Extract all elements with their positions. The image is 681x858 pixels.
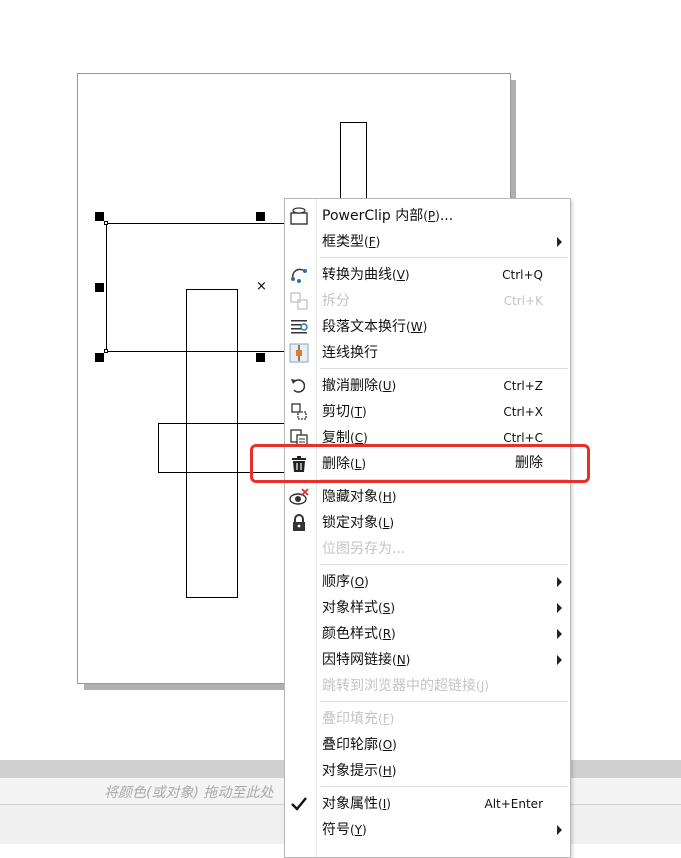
menu-item-label: 对象属性(I) [322,796,391,812]
submenu-arrow-icon [557,825,562,835]
menu-item[interactable]: 段落文本换行(W) [285,314,570,340]
menu-item-shortcut: Ctrl+K [503,294,543,308]
selection-handle-middle-left[interactable] [95,283,104,292]
selection-handle-bottom-middle[interactable] [256,353,265,362]
menu-item[interactable]: 剪切(T) Ctrl+X [285,399,570,425]
menu-item-label: 段落文本换行(W) [322,319,428,335]
menu-separator [320,257,568,258]
menu-item-label: 连线换行 [322,345,378,361]
trash-icon [289,454,309,474]
selection-center-icon[interactable]: × [256,279,267,294]
menu-item[interactable]: 位图另存为... [285,536,570,562]
highlight-box-delete [250,444,590,483]
selection-handle-top-left[interactable] [95,212,104,221]
menu-item-label: 撤消删除(U) [322,378,397,394]
menu-item[interactable]: 隐藏对象(H) [285,484,570,510]
menu-item[interactable]: 撤消删除(U) Ctrl+Z [285,373,570,399]
lock-icon [289,513,309,533]
menu-item[interactable]: 顺序(O) [285,569,570,595]
menu-item-label: 剪切(T) [322,404,367,420]
menu-item[interactable]: 转换为曲线(V) Ctrl+Q [285,262,570,288]
cut-icon [289,402,309,422]
menu-item[interactable]: 连线换行 [285,340,570,366]
menu-item-shortcut: 删除 [515,455,543,471]
submenu-arrow-icon [557,655,562,665]
menu-item-label: 对象样式(S) [322,600,395,616]
menu-item[interactable]: 叠印轮廓(O) [285,732,570,758]
menu-item-shortcut: Ctrl+Z [503,379,543,393]
menu-separator [320,786,568,787]
menu-item[interactable]: 符号(Y) [285,817,570,843]
menu-item-label: 颜色样式(R) [322,626,396,642]
menu-item[interactable]: 锁定对象(L) [285,510,570,536]
menu-item[interactable]: 拆分 Ctrl+K [285,288,570,314]
menu-item[interactable]: 对象样式(S) [285,595,570,621]
menu-item-label: 跳转到浏览器中的超链接(J) [322,678,489,694]
selection-handle-top-middle[interactable] [256,212,265,221]
menu-item[interactable]: 因特网链接(N) [285,647,570,673]
menu-item-label: 位图另存为... [322,541,406,557]
menu-item[interactable]: 颜色样式(R) [285,621,570,647]
menu-item[interactable]: 对象属性(I) Alt+Enter [285,791,570,817]
menu-separator [320,564,568,565]
menu-item-label: 隐藏对象(H) [322,489,397,505]
menu-item-label: 拆分 [322,293,350,309]
submenu-arrow-icon [557,603,562,613]
menu-separator [320,479,568,480]
menu-item-shortcut: Alt+Enter [484,797,543,811]
submenu-arrow-icon [557,577,562,587]
vertical-rectangle[interactable] [186,289,238,598]
menu-item[interactable]: 删除(L) 删除 [285,451,570,477]
menu-item[interactable]: 跳转到浏览器中的超链接(J) [285,673,570,699]
menu-item-label: 删除(L) [322,456,367,472]
break-apart-icon [289,291,309,311]
menu-item[interactable]: PowerClip 内部(P)... [285,203,570,229]
menu-item-label: 对象提示(H) [322,763,397,779]
menu-item[interactable]: 复制(C) Ctrl+C [285,425,570,451]
submenu-arrow-icon [557,629,562,639]
menu-item-shortcut: Ctrl+X [503,405,543,419]
corner-node-top-left[interactable] [104,221,108,225]
hide-object-icon [289,487,309,507]
menu-item-label: 复制(C) [322,430,368,446]
menu-item[interactable]: 对象提示(H) [285,758,570,784]
drag-color-hint: 将颜色(或对象) 拖动至此处 [104,785,274,801]
context-menu[interactable]: PowerClip 内部(P)... 框类型(F) 转换为曲线(V) Ctrl+Q 拆分… [284,198,571,858]
menu-item-label: PowerClip 内部(P)... [322,208,454,224]
connector-wrap-icon [289,343,309,363]
corner-node-bottom-left[interactable] [104,349,108,353]
menu-item-shortcut: Ctrl+Q [502,268,543,282]
undo-icon [289,376,309,396]
menu-item-shortcut: Ctrl+C [503,431,543,445]
menu-item-label: 叠印填充(F) [322,711,395,727]
menu-item-label: 顺序(O) [322,574,369,590]
menu-item-label: 符号(Y) [322,822,367,838]
menu-item[interactable]: 叠印填充(F) [285,706,570,732]
powerclip-icon [289,206,309,226]
menu-item-label: 因特网链接(N) [322,652,411,668]
convert-to-curves-icon [289,265,309,285]
menu-item-label: 转换为曲线(V) [322,267,410,283]
paragraph-wrap-icon [289,317,309,337]
selection-handle-bottom-left[interactable] [95,353,104,362]
menu-item-label: 框类型(F) [322,234,381,250]
menu-separator [320,701,568,702]
menu-separator [320,368,568,369]
menu-item[interactable]: 框类型(F) [285,229,570,255]
menu-item-label: 叠印轮廓(O) [322,737,397,753]
submenu-arrow-icon [557,237,562,247]
menu-item-label: 锁定对象(L) [322,515,395,531]
checkmark-icon [289,794,309,814]
